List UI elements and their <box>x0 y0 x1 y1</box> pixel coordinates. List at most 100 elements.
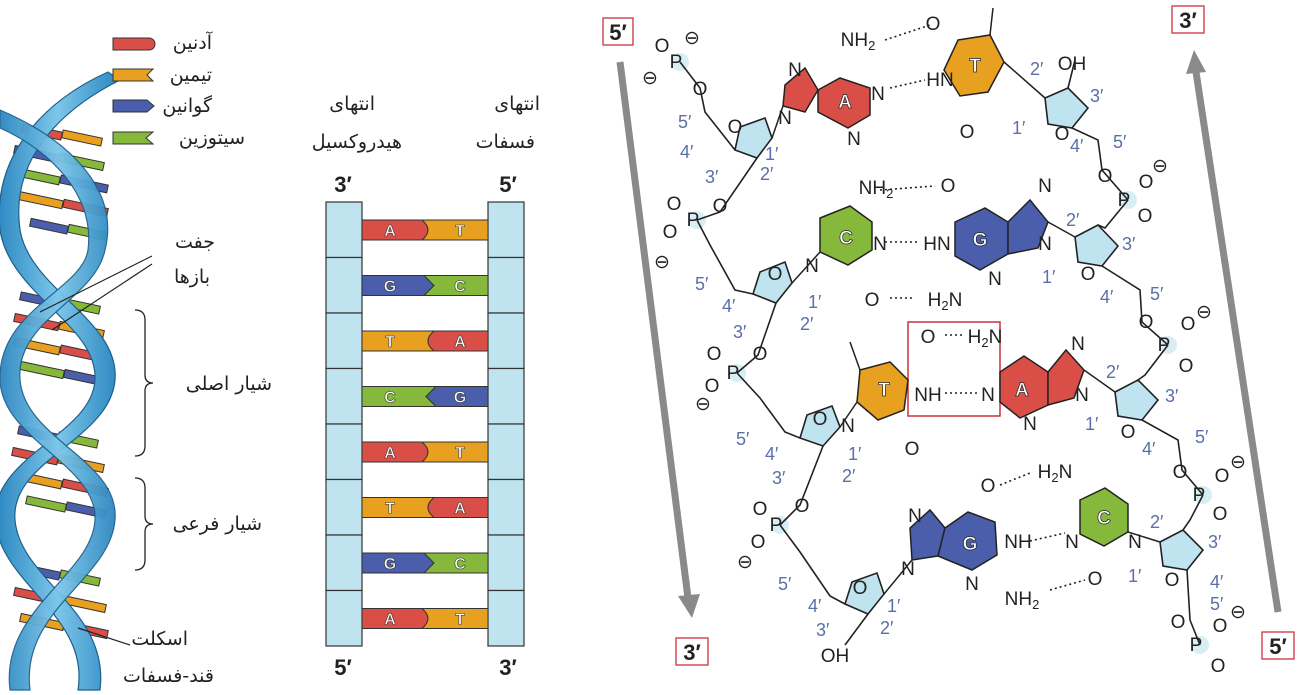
ladder-base-left-letter: T <box>385 334 395 351</box>
svg-text:O: O <box>693 79 708 100</box>
svg-text:1′: 1′ <box>1012 118 1026 138</box>
svg-text:O: O <box>1098 166 1113 187</box>
ladder-base-right <box>420 441 489 463</box>
svg-text:H2N: H2N <box>968 327 1003 350</box>
ladder-base-right <box>420 608 489 629</box>
svg-text:O: O <box>1181 314 1196 335</box>
svg-text:5′: 5′ <box>1113 132 1127 152</box>
svg-text:N: N <box>788 60 802 81</box>
left-strand <box>671 53 885 646</box>
svg-text:3′: 3′ <box>1165 386 1179 406</box>
base-cytosine-1: C <box>819 205 873 266</box>
ladder-base-left-letter: A <box>384 223 396 240</box>
ladder-base-left-letter: A <box>384 445 396 462</box>
svg-text:3′: 3′ <box>816 620 830 640</box>
svg-text:P: P <box>1118 190 1131 211</box>
svg-text:1′: 1′ <box>765 144 779 164</box>
ladder-right-segment <box>487 534 525 592</box>
svg-text:5′: 5′ <box>609 20 627 45</box>
svg-text:A: A <box>1015 380 1029 401</box>
svg-text:4′: 4′ <box>680 142 694 162</box>
svg-text:1′: 1′ <box>887 596 901 616</box>
phosphate-end-label-1: انتهای <box>494 93 540 115</box>
svg-text:2′: 2′ <box>1150 512 1164 532</box>
svg-text:O: O <box>1213 616 1228 637</box>
svg-text:O: O <box>707 344 722 365</box>
base-adenine-1: A <box>782 66 871 129</box>
ladder-right-segment <box>487 423 525 481</box>
svg-text:N: N <box>871 84 885 105</box>
svg-text:4′: 4′ <box>1210 572 1224 592</box>
svg-text:O: O <box>795 496 810 517</box>
svg-text:N: N <box>901 559 915 580</box>
svg-text:NH2: NH2 <box>859 178 894 201</box>
svg-text:NH2: NH2 <box>1005 589 1040 612</box>
svg-text:NH: NH <box>914 385 941 406</box>
svg-text:2′: 2′ <box>1106 362 1120 382</box>
svg-text:O: O <box>768 264 783 285</box>
svg-text:O: O <box>1179 356 1194 377</box>
ladder-base-left <box>361 386 438 407</box>
svg-text:1′: 1′ <box>1128 566 1142 586</box>
svg-text:P: P <box>770 515 783 536</box>
svg-text:3′: 3′ <box>1122 234 1136 254</box>
ladder-base-right <box>422 552 489 574</box>
ladder-base-right-letter: C <box>454 556 466 573</box>
svg-text:N: N <box>1071 334 1085 355</box>
svg-text:P: P <box>727 363 740 384</box>
atom-labels: P O ⊖ ⊖ O P O O ⊖ O P O O ⊖ O P O O ⊖ O … <box>642 14 1246 677</box>
svg-text:O: O <box>753 344 768 365</box>
svg-text:O: O <box>1211 656 1226 677</box>
svg-text:P: P <box>670 52 683 73</box>
svg-text:H2N: H2N <box>928 290 963 313</box>
base-thymine-1: T <box>943 34 1005 97</box>
legend-item-guanine: گوانین <box>112 94 213 117</box>
base-thymine-2: T <box>856 361 909 421</box>
base-pair-label-1: جفت <box>175 231 215 253</box>
ladder-base-right-letter: A <box>454 501 466 518</box>
ladder-left-segment <box>325 589 363 647</box>
glycosidic-bonds <box>771 7 1161 595</box>
svg-text:N: N <box>908 506 922 527</box>
svg-text:5′: 5′ <box>778 574 792 594</box>
end-box-bottom-left: 3′ <box>675 637 709 666</box>
svg-text:G: G <box>973 230 988 251</box>
ladder-base-right-letter: A <box>454 334 466 351</box>
svg-text:O: O <box>1171 612 1186 633</box>
svg-text:O: O <box>1215 466 1230 487</box>
ladder-base-right-letter: C <box>454 279 466 296</box>
svg-text:2′: 2′ <box>1066 210 1080 230</box>
svg-text:2′: 2′ <box>880 618 894 638</box>
svg-text:N: N <box>841 416 855 437</box>
svg-text:3′: 3′ <box>1208 532 1222 552</box>
legend-label-guanine: گوانین <box>162 94 213 117</box>
end-box-top-left: 5′ <box>602 17 634 46</box>
base-guanine-1: G <box>954 198 1049 271</box>
svg-text:O: O <box>853 578 868 599</box>
svg-text:N: N <box>1128 532 1142 553</box>
svg-text:5′: 5′ <box>736 429 750 449</box>
svg-text:N: N <box>965 574 979 595</box>
hydrogen-bonds <box>879 24 1086 591</box>
svg-text:T: T <box>969 56 981 77</box>
ladder-base-left-letter: G <box>384 279 396 296</box>
svg-text:O: O <box>905 439 920 460</box>
ladder-left-top-end: 3′ <box>334 172 352 197</box>
svg-text:5′: 5′ <box>1269 634 1287 659</box>
svg-text:O: O <box>1081 264 1096 285</box>
ladder-base-left <box>361 552 435 574</box>
svg-text:⊖: ⊖ <box>684 28 700 49</box>
svg-text:3′: 3′ <box>733 322 747 342</box>
ladder-right-segment <box>487 312 525 370</box>
svg-text:O: O <box>1121 422 1136 443</box>
backbone-label-1: اسکلت <box>131 628 188 650</box>
svg-text:T: T <box>878 380 890 401</box>
end-box-top-right: 3′ <box>1171 5 1205 34</box>
ladder-right-segment <box>487 201 525 259</box>
